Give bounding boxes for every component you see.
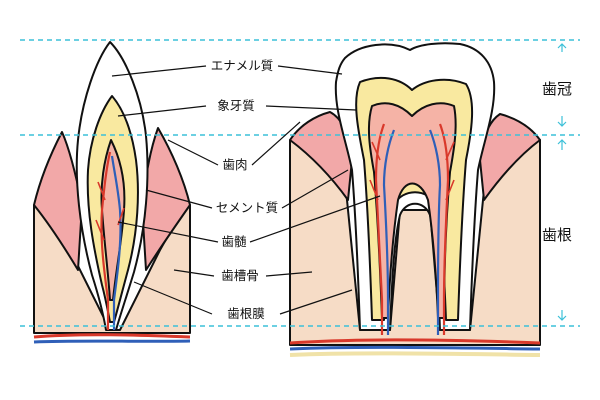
root-range-arrows — [557, 139, 567, 321]
molar-vessel-branches — [369, 141, 455, 201]
label-cementum: セメント質 — [216, 200, 278, 215]
label-pulp: 歯髄 — [221, 234, 247, 249]
molar-base-nerve — [289, 351, 541, 357]
incisor-illustration — [33, 41, 191, 344]
region-label-root: 歯根 — [542, 226, 572, 244]
incisor-base-vein — [33, 339, 191, 344]
molar-artery-right — [438, 123, 450, 335]
crown-range-arrows — [557, 43, 567, 127]
molar-vein-right — [428, 129, 442, 335]
incisor-base-artery — [33, 333, 191, 339]
molar-artery-left — [374, 123, 386, 335]
label-periodontal-ligament: 歯根膜 — [227, 306, 265, 321]
label-gingiva: 歯肉 — [222, 157, 247, 172]
label-enamel: エナメル質 — [211, 58, 274, 73]
molar-base-artery — [289, 338, 541, 345]
molar-vein-left — [382, 129, 396, 335]
incisor-gum-left — [33, 131, 83, 271]
incisor-artery — [100, 151, 112, 330]
incisor-gum-right — [141, 127, 191, 271]
incisor-vein — [110, 155, 122, 330]
label-alveolar-bone: 歯槽骨 — [221, 268, 259, 283]
leader-lines — [111, 65, 381, 315]
molar-illustration — [289, 42, 541, 357]
molar-base-vein — [289, 345, 541, 351]
region-label-crown: 歯冠 — [542, 80, 572, 98]
label-dentin: 象牙質 — [217, 98, 255, 113]
